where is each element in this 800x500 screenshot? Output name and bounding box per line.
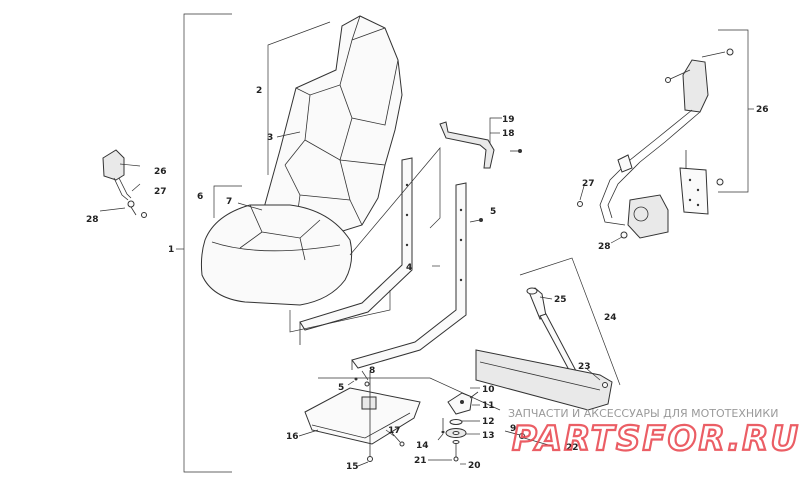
callout-5-lower-leader	[347, 380, 355, 386]
callout-2-leader	[267, 21, 331, 175]
mounting-bracket-19	[439, 121, 522, 169]
callout-6-leader	[213, 185, 242, 218]
callout-18: 18	[502, 129, 515, 139]
callout-16: 16	[286, 432, 299, 442]
seat-adjust-lever	[475, 287, 613, 411]
callout-9-leader	[318, 377, 501, 411]
latch-parts	[441, 391, 525, 462]
callout-21: 21	[414, 456, 427, 466]
callout-14: 14	[416, 441, 429, 451]
callout-5-upper: 5	[490, 207, 496, 217]
seat-belt-retractor-right	[577, 48, 734, 239]
callout-26-left: 26	[154, 167, 167, 177]
watermark-brand: PARTSFOR.RU	[512, 419, 800, 459]
callout-22-leader	[523, 437, 553, 447]
callout-4: 4	[406, 263, 412, 273]
callout-7: 7	[226, 197, 232, 207]
callout-13: 13	[482, 431, 495, 441]
callout-28-left: 28	[86, 215, 99, 225]
callout-28-right-leader	[610, 236, 623, 244]
callout-27-right: 27	[582, 179, 595, 189]
callout-15: 15	[346, 462, 359, 472]
seat-back	[261, 15, 403, 236]
callout-5-lower: 5	[338, 383, 344, 393]
seat-frame-rails	[299, 157, 467, 370]
seat-cushion	[200, 204, 353, 306]
seat-belt-buckle-left	[99, 149, 147, 218]
callout-19: 19	[502, 115, 515, 125]
callout-9: 9	[510, 424, 516, 434]
callout-1: 1	[168, 245, 174, 255]
callout-26-right: 26	[756, 105, 769, 115]
bolt-5-upper	[469, 218, 483, 223]
seat-base-plate	[304, 372, 421, 462]
callout-8: 8	[369, 366, 375, 376]
callout-labels: 1 2 3 4 5 5 6 7 8 9 10 11 12 13 14 15 16…	[86, 86, 769, 472]
callout-26-bracket	[718, 29, 749, 193]
callout-24: 24	[604, 313, 617, 323]
callout-27-right-leader	[579, 185, 585, 201]
watermark: ЗАПЧАСТИ И АКСЕССУАРЫ ДЛЯ МОТОТЕХНИКИ PA…	[508, 407, 800, 460]
callout-23-leader	[586, 368, 601, 381]
callout-12: 12	[482, 417, 495, 427]
callout-3: 3	[267, 133, 273, 143]
callout-20: 20	[468, 461, 481, 471]
callout-28-right: 28	[598, 242, 611, 252]
callout-16-leader	[298, 429, 319, 437]
callout-25-leader	[539, 296, 553, 300]
callout-11: 11	[482, 401, 495, 411]
callout-14-leader	[437, 433, 444, 441]
callout-19-leader	[489, 117, 502, 143]
callout-17: 17	[388, 426, 401, 436]
callout-15-leader	[357, 461, 369, 467]
callout-27-left: 27	[154, 187, 167, 197]
callout-8-leader	[361, 370, 369, 381]
callout-2: 2	[256, 86, 262, 96]
callout-6: 6	[197, 192, 203, 202]
assembly-bracket-1	[176, 13, 232, 473]
callout-3-leader	[276, 131, 301, 138]
callout-24-leader	[519, 257, 621, 386]
callout-25: 25	[554, 295, 567, 305]
watermark-caption: ЗАПЧАСТИ И АКСЕССУАРЫ ДЛЯ МОТОТЕХНИКИ	[508, 407, 778, 420]
callout-22: 22	[566, 443, 579, 453]
callout-7-leader	[237, 202, 263, 211]
callout-4-leader	[289, 147, 441, 333]
callout-17-leader	[385, 429, 395, 437]
callout-23: 23	[578, 362, 591, 372]
callout-10: 10	[482, 385, 495, 395]
